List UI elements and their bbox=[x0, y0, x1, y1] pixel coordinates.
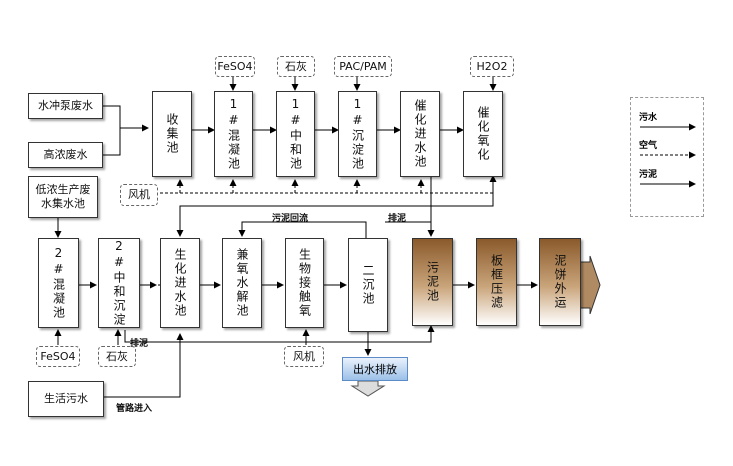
neutralization-tank-2: 2#中和沉淀 bbox=[98, 238, 140, 328]
sludge-return-label: 污泥回流 bbox=[272, 214, 309, 224]
anaerobic-hydrolysis-tank: 兼氧水解池 bbox=[222, 238, 262, 328]
catalytic-oxidation-tank: 催化氧化 bbox=[463, 91, 503, 177]
legend-air: 空气 bbox=[639, 141, 658, 151]
blower-bottom-label: 风机 bbox=[284, 346, 324, 367]
bio-inlet-tank: 生化进水池 bbox=[160, 238, 200, 328]
legend-sewage: 污水 bbox=[639, 113, 658, 123]
lime-top-label: 石灰 bbox=[277, 56, 315, 77]
lime-bottom-label: 石灰 bbox=[98, 346, 136, 367]
contact-oxidation-tank: 生物接触氧 bbox=[285, 238, 324, 328]
legend-sludge: 污泥 bbox=[639, 170, 658, 180]
legend: 污水 空气 污泥 bbox=[630, 97, 704, 217]
neutralization-tank-1: 1#中和池 bbox=[276, 91, 315, 177]
coagulation-tank-2: 2#混凝池 bbox=[38, 238, 79, 328]
catalytic-inlet-tank: 催化进水池 bbox=[400, 91, 440, 177]
pac-pam-label: PAC/PAM bbox=[334, 56, 392, 77]
h2o2-label: H2O2 bbox=[470, 56, 514, 77]
feso4-top-label: FeSO4 bbox=[215, 56, 255, 77]
blower-top-label: 风机 bbox=[120, 184, 158, 206]
sludge-tank: 污泥池 bbox=[412, 238, 453, 326]
low-conc-wastewater-box: 低浓生产废水集水池 bbox=[28, 176, 98, 218]
filter-press: 板框压滤 bbox=[476, 238, 517, 326]
pipeline-inlet-label: 管路进入 bbox=[116, 404, 153, 414]
domestic-sewage-box: 生活污水 bbox=[28, 381, 104, 417]
sedimentation-tank-1: 1#沉淀池 bbox=[338, 91, 377, 177]
effluent-box: 出水排放 bbox=[342, 357, 408, 381]
coagulation-tank-1: 1#混凝池 bbox=[214, 91, 253, 177]
sludge-cake-export: 泥饼外运 bbox=[539, 238, 581, 326]
flush-wastewater-box: 水冲泵废水 bbox=[28, 93, 103, 119]
high-conc-wastewater-box: 高浓废水 bbox=[28, 142, 103, 168]
discharge-bottom-label: 排泥 bbox=[130, 339, 149, 349]
discharge-top-label: 排泥 bbox=[388, 214, 407, 224]
secondary-sedimentation-tank: 二沉池 bbox=[348, 238, 388, 332]
collection-tank: 收集池 bbox=[152, 91, 192, 177]
effluent-arrow bbox=[350, 380, 386, 397]
feso4-bottom-label: FeSO4 bbox=[36, 346, 80, 367]
